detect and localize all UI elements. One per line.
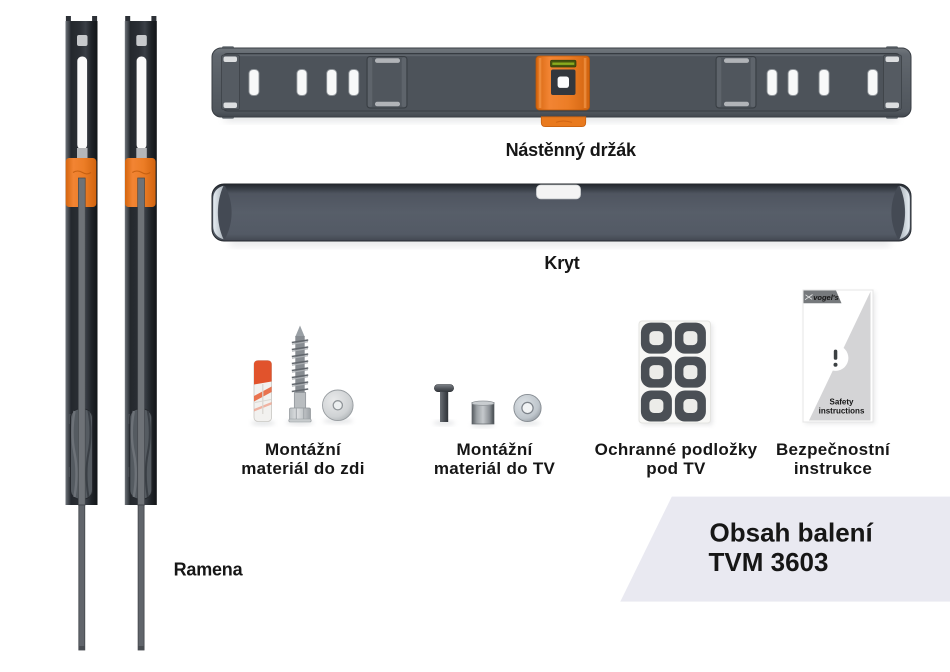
- svg-text:Montážní: Montážní: [265, 440, 342, 459]
- svg-text:materiál do TV: materiál do TV: [434, 459, 556, 478]
- svg-text:Ramena: Ramena: [174, 560, 244, 580]
- svg-text:Safety: Safety: [829, 398, 854, 407]
- svg-text:instructions: instructions: [819, 407, 865, 416]
- svg-text:materiál do zdi: materiál do zdi: [241, 459, 365, 478]
- svg-text:Kryt: Kryt: [544, 253, 579, 273]
- svg-text:instrukce: instrukce: [794, 459, 872, 478]
- svg-text:vogel's: vogel's: [813, 293, 839, 302]
- svg-text:Obsah balení: Obsah balení: [710, 518, 874, 548]
- svg-text:Bezpečnostní: Bezpečnostní: [776, 440, 891, 459]
- svg-text:TVM 3603: TVM 3603: [709, 547, 829, 577]
- svg-text:pod TV: pod TV: [646, 459, 706, 478]
- svg-text:Ochranné podložky: Ochranné podložky: [595, 440, 758, 459]
- svg-text:Nástěnný držák: Nástěnný držák: [506, 140, 637, 160]
- svg-text:Montážní: Montážní: [456, 440, 533, 459]
